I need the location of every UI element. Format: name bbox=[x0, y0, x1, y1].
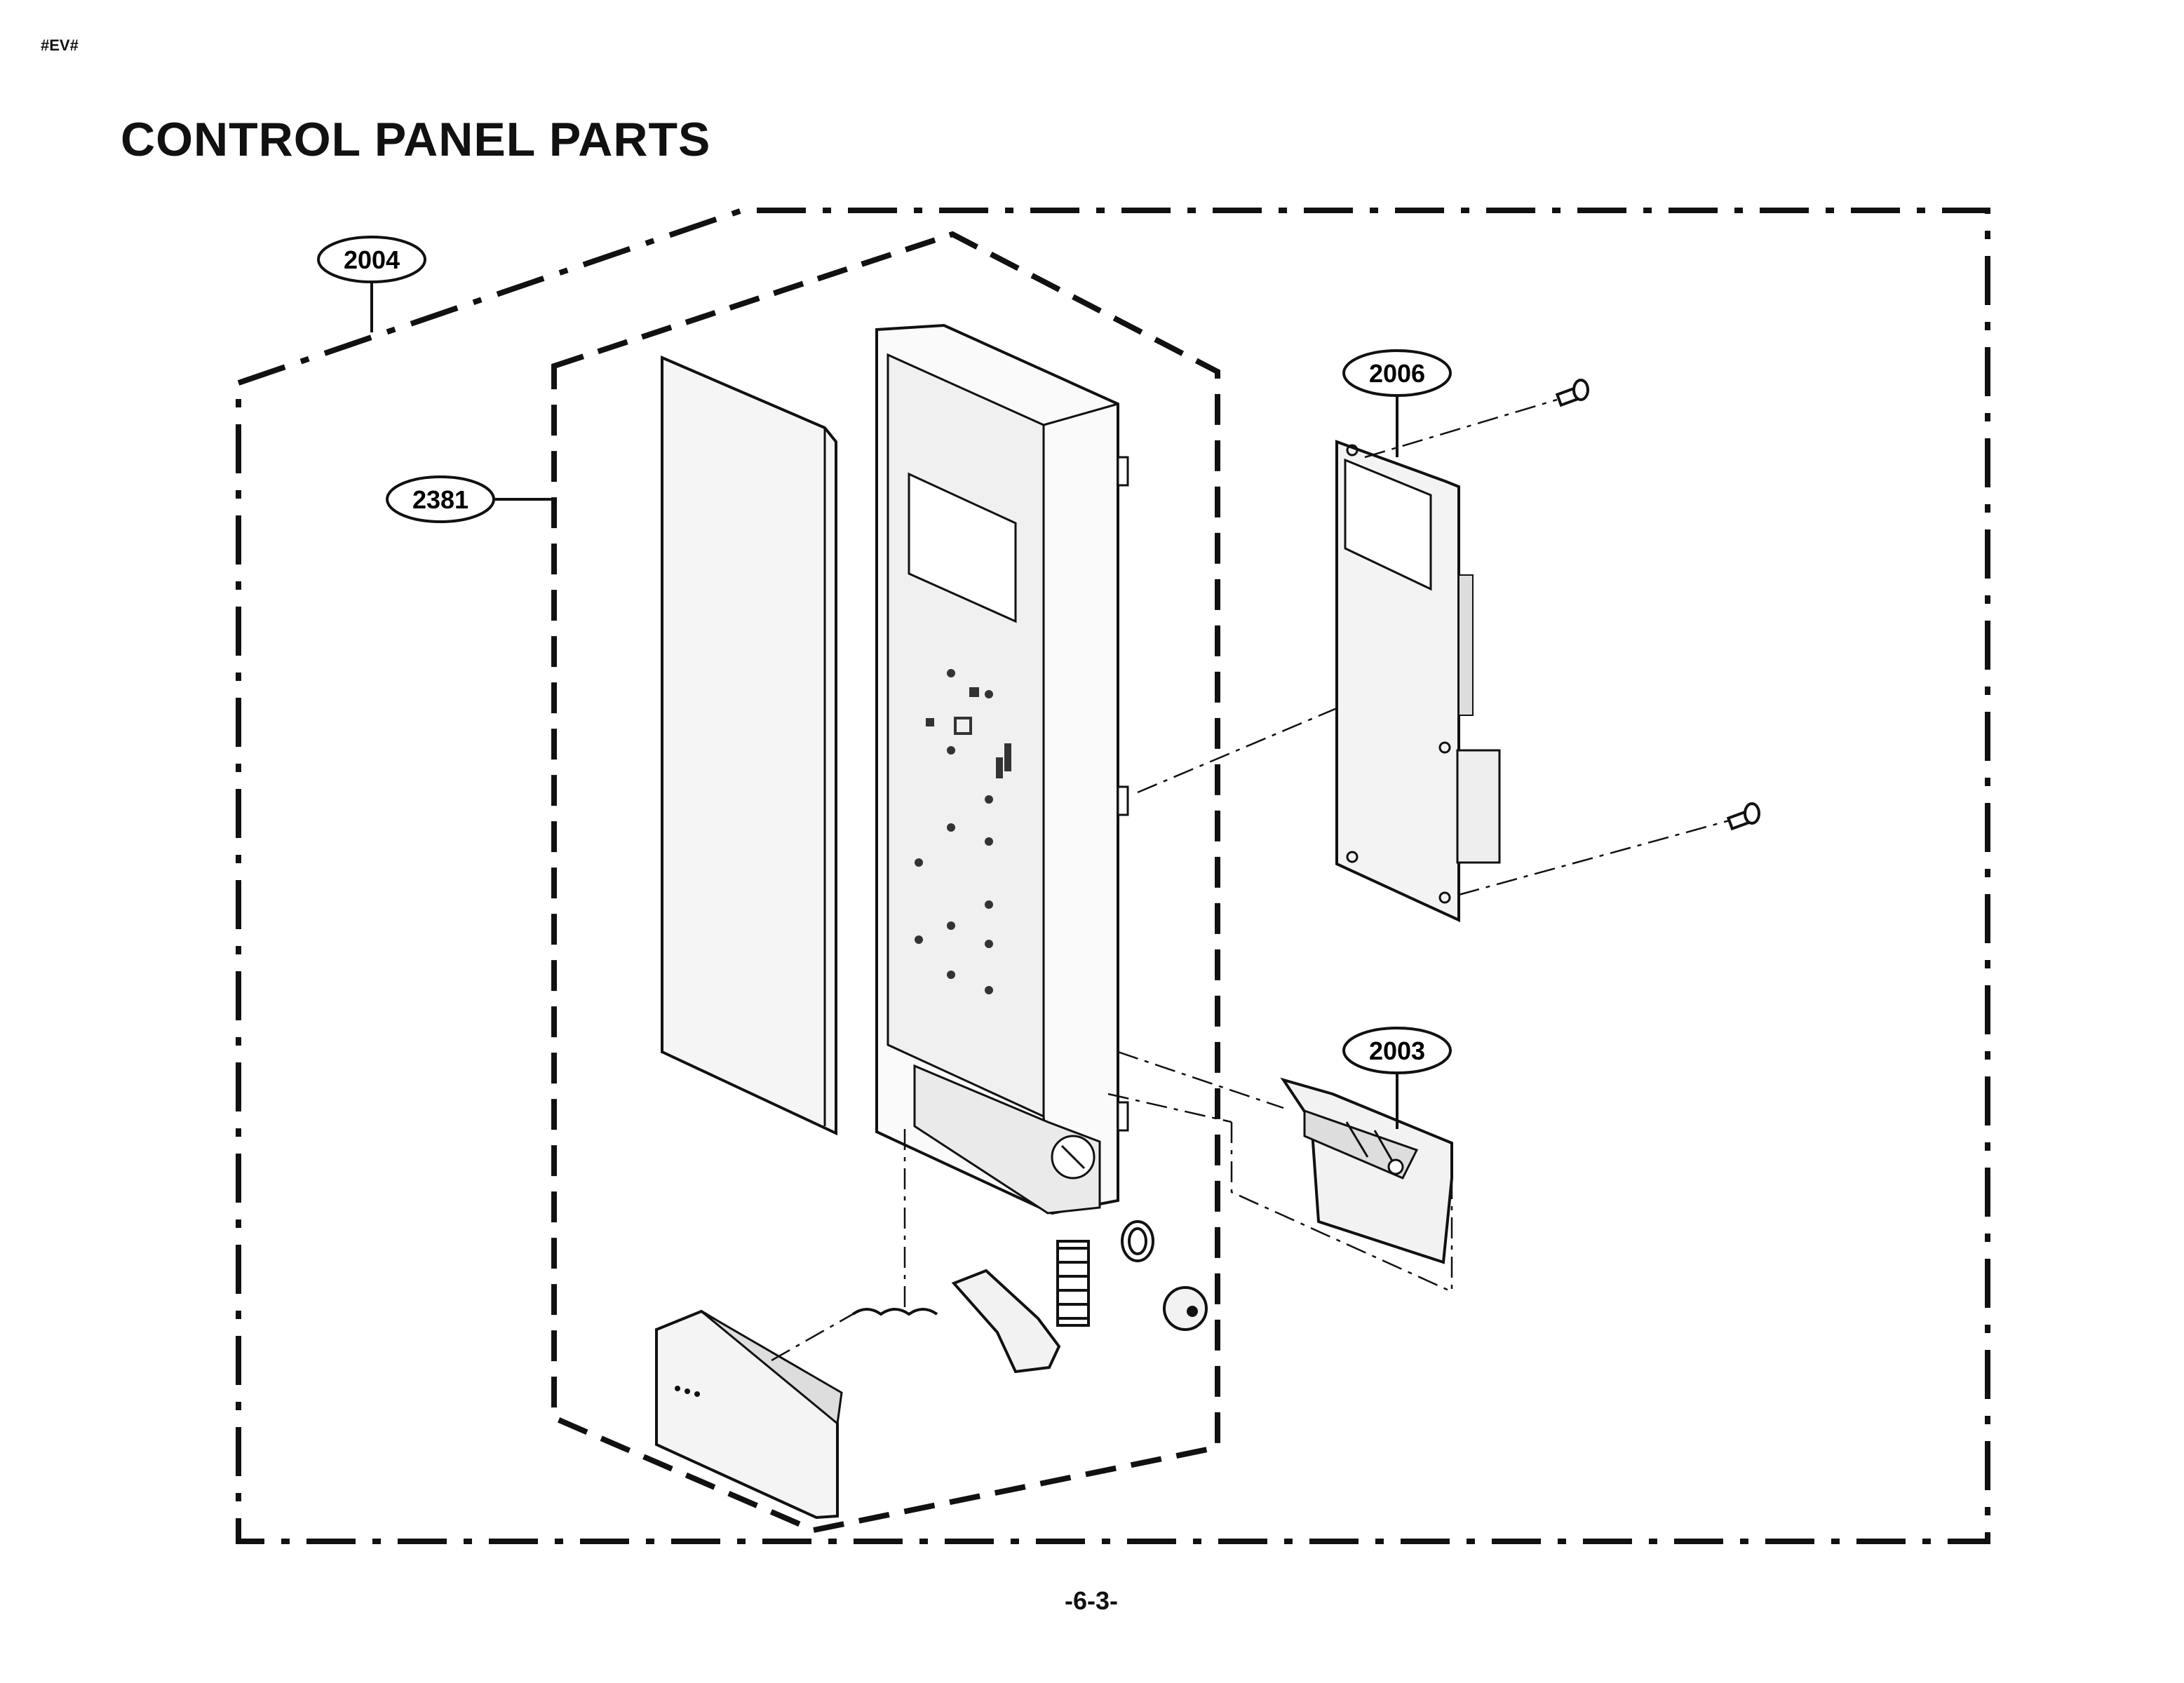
callout-2006: 2006 bbox=[1342, 349, 1452, 457]
page-title: CONTROL PANEL PARTS bbox=[121, 113, 711, 166]
document-tag: #EV# bbox=[41, 36, 79, 54]
cam-lever bbox=[951, 1269, 1061, 1374]
spring-center bbox=[1056, 1240, 1090, 1327]
latch-lever bbox=[1280, 1077, 1453, 1264]
screw-top bbox=[1555, 379, 1589, 407]
svg-text:2003: 2003 bbox=[1369, 1036, 1425, 1065]
knob-shaft bbox=[1163, 1286, 1208, 1331]
control-panel-frame bbox=[875, 323, 1129, 1215]
screw-bottom bbox=[1726, 802, 1760, 831]
page-number: -6-3- bbox=[1065, 1586, 1119, 1615]
callout-2381: 2381 bbox=[386, 475, 554, 523]
spring-small-left bbox=[851, 1308, 938, 1316]
svg-text:2006: 2006 bbox=[1369, 359, 1425, 388]
door-open-button bbox=[655, 1309, 843, 1520]
svg-text:2004: 2004 bbox=[344, 245, 400, 274]
callout-2003: 2003 bbox=[1342, 1027, 1452, 1129]
alignment-lines bbox=[771, 398, 1730, 1362]
assembly-boundary-2004 bbox=[236, 208, 1990, 1544]
assembly-boundary-2381 bbox=[551, 231, 1220, 1534]
front-window-panel bbox=[661, 355, 837, 1136]
spring-right bbox=[1121, 1220, 1154, 1262]
svg-text:2381: 2381 bbox=[412, 485, 469, 514]
callout-2004: 2004 bbox=[317, 236, 426, 332]
pcb-assembly bbox=[1335, 440, 1501, 923]
